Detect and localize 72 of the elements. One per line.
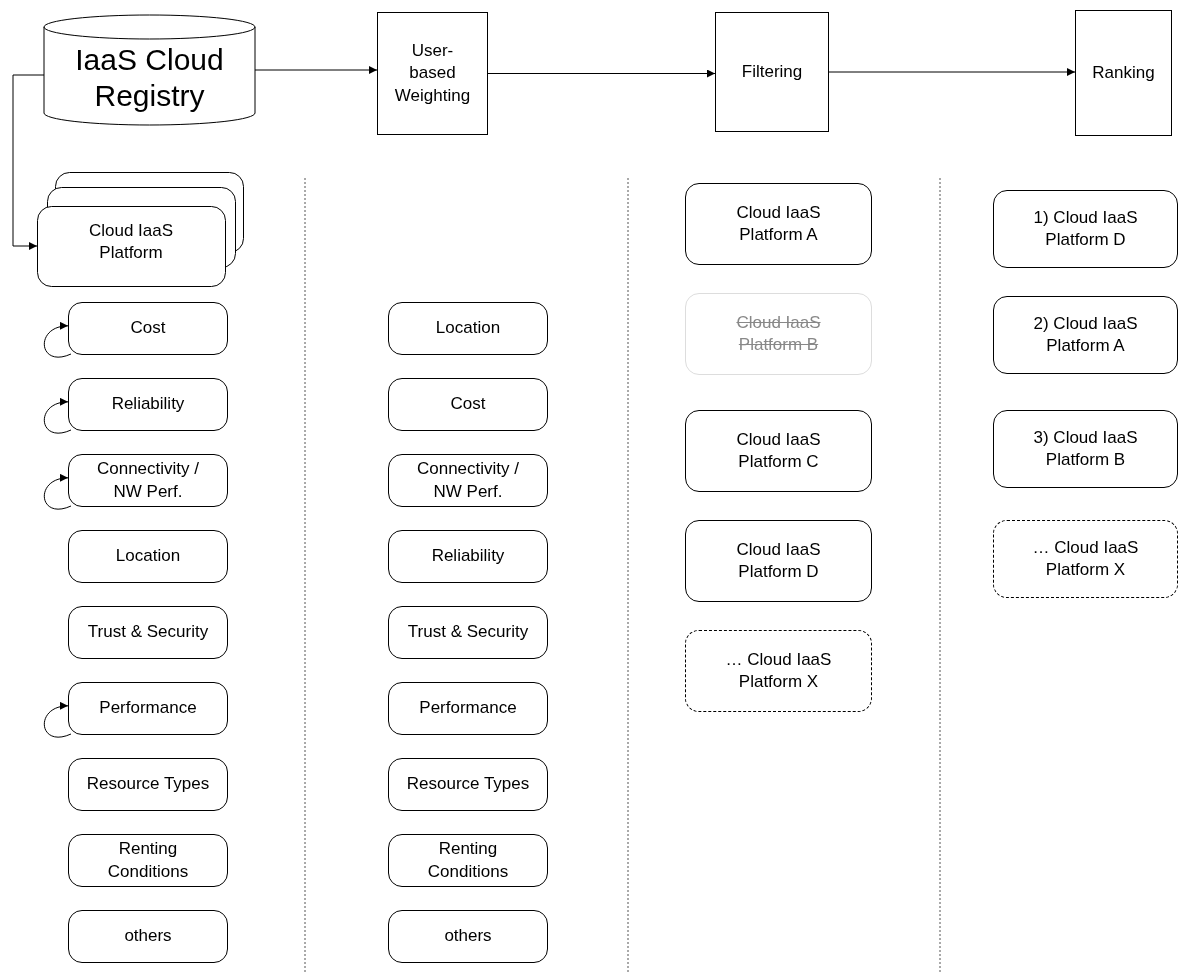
node-label: Cost xyxy=(130,317,166,340)
platform-card xyxy=(993,296,1178,374)
node-label: Performance xyxy=(419,697,517,720)
node-label: Cloud IaaS Platform B xyxy=(735,311,822,356)
arrow xyxy=(12,74,45,250)
arrow xyxy=(828,68,1076,76)
process-box xyxy=(715,12,829,132)
arrow xyxy=(43,398,72,434)
criterion-box xyxy=(388,606,548,659)
node-label: Cloud IaaS Platform xyxy=(87,220,175,265)
node-label: 2) Cloud IaaS Platform A xyxy=(1032,312,1139,357)
criterion-box xyxy=(388,302,548,355)
node-label: Connectivity / NW Perf. xyxy=(415,458,520,503)
arrow xyxy=(43,322,72,358)
node-label: others xyxy=(444,925,492,948)
criterion-box xyxy=(388,910,548,963)
platform-card xyxy=(685,410,872,492)
node-label: Cloud IaaS Platform C xyxy=(735,428,822,473)
node-label: others xyxy=(124,925,172,948)
node-label: Filtering xyxy=(741,60,803,83)
node-label: User-based Weighting xyxy=(393,40,472,107)
criterion-box xyxy=(68,682,228,735)
node-label: Resource Types xyxy=(406,773,530,796)
process-box xyxy=(377,12,488,135)
criterion-box xyxy=(68,606,228,659)
criterion-box xyxy=(388,682,548,735)
node-label: Performance xyxy=(99,697,197,720)
node-label: Cost xyxy=(450,393,486,416)
arrow xyxy=(43,474,72,510)
node-label: Reliability xyxy=(431,545,505,568)
platform-card xyxy=(993,190,1178,268)
node-label: Renting Conditions xyxy=(426,838,510,883)
arrow xyxy=(43,702,72,738)
criterion-box xyxy=(388,454,548,507)
arrow xyxy=(487,69,716,78)
node-label: … Cloud IaaS Platform X xyxy=(724,648,833,693)
node-label: Location xyxy=(435,317,501,340)
node-label: Connectivity / NW Perf. xyxy=(95,458,200,503)
criterion-box xyxy=(68,910,228,963)
node-label: Reliability xyxy=(111,393,185,416)
node-label: Resource Types xyxy=(86,773,210,796)
platform-card xyxy=(685,293,872,375)
database-cylinder xyxy=(44,15,255,125)
node-label: Cloud IaaS Platform D xyxy=(735,538,822,583)
criterion-box xyxy=(388,758,548,811)
platform-card xyxy=(685,630,872,712)
process-box xyxy=(1075,10,1172,136)
arrow xyxy=(254,66,378,74)
node-label: Location xyxy=(115,545,181,568)
criterion-box xyxy=(68,302,228,355)
criterion-box xyxy=(68,378,228,431)
criterion-box xyxy=(68,758,228,811)
criterion-box xyxy=(388,378,548,431)
platform-card xyxy=(993,410,1178,488)
node-label: Ranking xyxy=(1092,61,1155,84)
node-label: Trust & Security xyxy=(407,621,529,644)
platform-card xyxy=(993,520,1178,598)
node-label: … Cloud IaaS Platform X xyxy=(1031,536,1140,581)
node-label: Trust & Security xyxy=(87,621,209,644)
node-label: 3) Cloud IaaS Platform B xyxy=(1032,426,1139,471)
node-label: IaaS Cloud Registry xyxy=(74,42,225,114)
node-label: 1) Cloud IaaS Platform D xyxy=(1032,206,1139,251)
node-label: Renting Conditions xyxy=(106,838,190,883)
criterion-box xyxy=(388,530,548,583)
criterion-box xyxy=(68,530,228,583)
platform-card xyxy=(685,520,872,602)
card-stack xyxy=(37,172,244,287)
criterion-box xyxy=(68,454,228,507)
node-label: Cloud IaaS Platform A xyxy=(735,201,822,246)
criterion-box xyxy=(388,834,548,887)
criterion-box xyxy=(68,834,228,887)
platform-card xyxy=(685,183,872,265)
